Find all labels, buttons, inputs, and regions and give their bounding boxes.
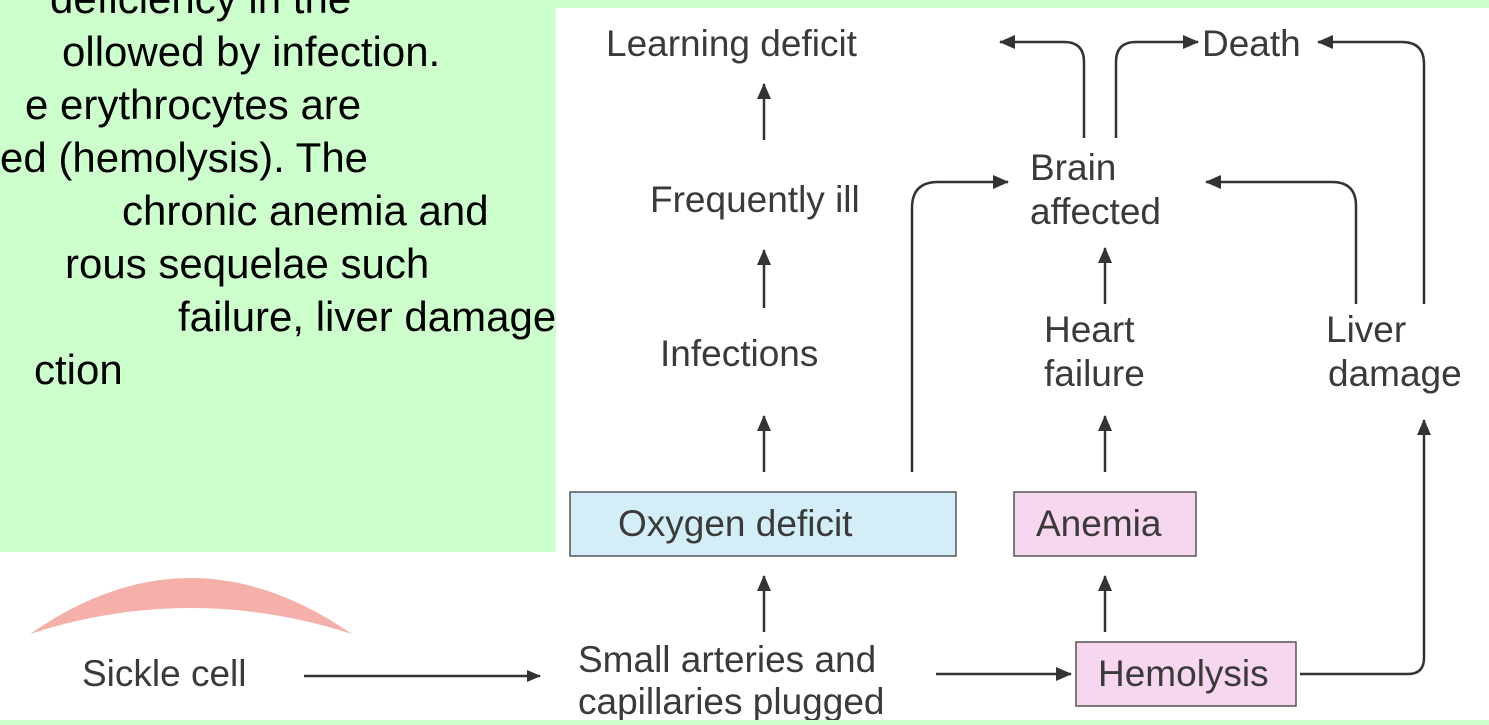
oxygen-deficit-box [569, 491, 957, 557]
oxygen-deficit-label: Oxygen deficit [618, 503, 853, 544]
anemia-label: Anemia [1036, 503, 1162, 544]
arrow-brain-to-learning [999, 35, 1086, 138]
small-arteries-label-line2: capillaries plugged [578, 681, 884, 720]
brain-affected-label-line1: Brain [1030, 147, 1116, 188]
sickle-cell-sequelae-diagram: Learning deficit Death Frequently ill Br… [556, 8, 1489, 722]
liver-damage-label-line2: damage [1328, 353, 1462, 394]
sickle-cell-label: Sickle cell [82, 653, 247, 694]
sickle-cell-figure: Sickle cell [30, 578, 541, 694]
hemolysis-box [1075, 641, 1297, 707]
slide-text-line: failure, liver damage [178, 293, 557, 340]
slide-text-line: deficiency in the [50, 0, 560, 25]
slide-text-line: e erythrocytes are [25, 81, 362, 128]
frequently-ill-label: Frequently ill [650, 179, 860, 220]
sickle-cell-shape [30, 578, 352, 634]
sickle-cell-panel: Sickle cell [0, 552, 556, 720]
diagram-canvas: Learning deficit Death Frequently ill Br… [569, 23, 1462, 722]
infections-label: Infections [660, 333, 818, 374]
arrow-brain-to-death [1114, 35, 1199, 138]
slide-text-line: ction [34, 346, 123, 393]
heart-failure-label-line2: failure [1044, 353, 1145, 394]
hemolysis-label: Hemolysis [1098, 653, 1269, 694]
arrow-hemolysis-to-liver [1300, 419, 1431, 676]
death-label: Death [1202, 23, 1301, 64]
small-arteries-label-line1: Small arteries and [578, 639, 876, 680]
slide-body-text: deficiency in the ollowed by infection. … [0, 0, 560, 396]
slide-text-line: rous sequelae such [65, 240, 430, 287]
arrow-oxygen-to-brain [910, 175, 1009, 472]
slide-text-line: chronic anemia and [122, 187, 489, 234]
heart-failure-label-line1: Heart [1044, 309, 1135, 350]
liver-damage-label-line1: Liver [1326, 309, 1406, 350]
brain-affected-label-line2: affected [1030, 191, 1161, 232]
slide-text-line: ed (hemolysis). The [0, 134, 369, 181]
arrow-liver-to-brain [1205, 175, 1358, 304]
slide-text-line: ollowed by infection. [62, 28, 441, 75]
learning-deficit-label: Learning deficit [606, 23, 858, 64]
anemia-box [1013, 491, 1197, 557]
arrow-liver-to-death [1317, 35, 1426, 304]
